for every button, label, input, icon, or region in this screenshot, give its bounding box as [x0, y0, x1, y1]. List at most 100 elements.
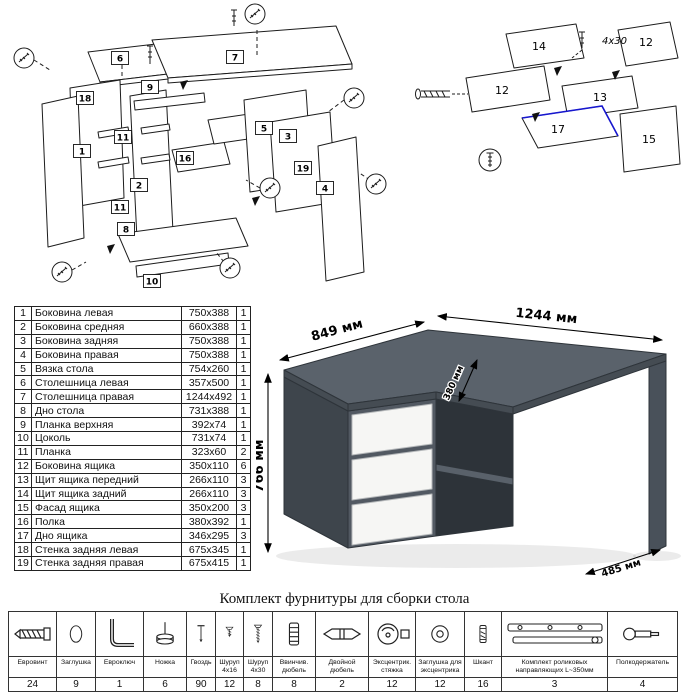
- callout-7: 7: [232, 54, 238, 64]
- part-name: Боковина правая: [31, 347, 182, 363]
- screw-in-dowel-icon: [288, 622, 300, 646]
- hardware-qty: 3: [501, 677, 608, 692]
- hardware-icon-cell: [56, 611, 96, 657]
- part-name: Планка верхняя: [31, 417, 182, 433]
- part-number: 11: [14, 444, 32, 460]
- parts-table-row: 4 Боковина правая 750x388 1: [14, 347, 251, 363]
- hardware-icon-cell: [143, 611, 187, 657]
- part-name: Дно стола: [31, 403, 182, 419]
- parts-table-row: 14 Щит ящика задний 266x110 3: [14, 486, 251, 502]
- parts-table-row: 16 Полка 380x392 1: [14, 514, 251, 530]
- part-qty: 6: [236, 458, 251, 474]
- callout-11a: 11: [117, 134, 130, 144]
- part-name: Столешница правая: [31, 389, 182, 405]
- desk-body: [276, 329, 681, 568]
- hardware-icon-cell: [95, 611, 144, 657]
- hardware-kit-title: Комплект фурнитуры для сборки стола: [219, 591, 470, 607]
- callout-10: 10: [146, 278, 159, 288]
- parts-table-row: 1 Боковина левая 750x388 1: [14, 306, 251, 321]
- hardware-qty: 8: [243, 677, 273, 692]
- hardware-icon-cell: [501, 611, 608, 657]
- part-name: Вязка стола: [31, 361, 182, 377]
- screw-short-icon: [225, 626, 234, 638]
- dimension-lines: [264, 313, 664, 575]
- drawer-exploded-diagram: 14 12 12 13 17 15 4x30: [415, 21, 681, 173]
- part-name: Дно ящика: [31, 528, 182, 544]
- part-number: 14: [14, 486, 32, 502]
- part-qty: 1: [236, 403, 251, 419]
- label-13: 13: [593, 91, 607, 104]
- part-name: Полка: [31, 514, 182, 530]
- callout-5: 5: [261, 125, 267, 135]
- desk-callout-labels: 6 7 18 1 9 11 2 11 8 16 10 5 3 19 4: [73, 50, 334, 288]
- part-number: 3: [14, 333, 32, 349]
- hardware-qty: 2: [315, 677, 369, 692]
- part-qty: 1: [236, 306, 251, 321]
- hardware-name: Комплект роликовых направляющих L~350мм: [501, 656, 608, 678]
- part-number: 16: [14, 514, 32, 530]
- parts-table-row: 18 Стенка задняя левая 675x345 1: [14, 542, 251, 558]
- label-12-left: 12: [495, 84, 509, 97]
- callout-2: 2: [136, 182, 142, 192]
- part-size: 750x388: [181, 306, 237, 321]
- hardware-name: Евровинт: [8, 656, 57, 678]
- label-15: 15: [642, 133, 656, 146]
- desk-exploded-diagram: 6 7 18 1 9 11 2 11 8 16 10 5 3 19 4: [13, 3, 387, 288]
- hardware-name: Ножка: [143, 656, 187, 678]
- part-size: 731x388: [181, 403, 237, 419]
- parts-table: 1 Боковина левая 750x388 1 2 Боковина ср…: [14, 306, 251, 571]
- parts-table-row: 12 Боковина ящика 350x110 6: [14, 458, 251, 474]
- part-number: 17: [14, 528, 32, 544]
- part-number: 10: [14, 431, 32, 446]
- part-qty: 1: [236, 333, 251, 349]
- callout-11b: 11: [114, 204, 127, 214]
- hardware-icon-cell: [272, 611, 316, 657]
- callout-9: 9: [147, 84, 153, 94]
- dim-766: 766 мм: [256, 440, 267, 493]
- part-number: 2: [14, 319, 32, 335]
- part-qty: 1: [236, 375, 251, 391]
- hardware-name: Ввинчив. дюбель: [272, 656, 316, 678]
- part-qty: 1: [236, 417, 251, 433]
- callout-4: 4: [322, 185, 328, 195]
- part-number: 4: [14, 347, 32, 363]
- part-qty: 1: [236, 514, 251, 530]
- part-size: 1244x492: [181, 389, 237, 405]
- hardware-icon-cell: [415, 611, 465, 657]
- parts-table-row: 9 Планка верхняя 392x74 1: [14, 417, 251, 433]
- hardware-name: Заглушка для эксцентрика: [415, 656, 465, 678]
- part-size: 675x415: [181, 556, 237, 571]
- wood-dowel-icon: [479, 625, 487, 643]
- shelf-pin-icon: [622, 627, 659, 641]
- label-17: 17: [551, 123, 565, 136]
- hardware-icon-cell: [186, 611, 216, 657]
- hardware-qty: 4: [607, 677, 678, 692]
- parts-table-row: 13 Щит ящика передний 266x110 3: [14, 472, 251, 488]
- drawer-screws: [415, 31, 585, 172]
- part-size: 266x110: [181, 472, 237, 488]
- parts-table-row: 17 Дно ящика 346x295 3: [14, 528, 251, 544]
- part-qty: 3: [236, 472, 251, 488]
- part-name: Боковина средняя: [31, 319, 182, 335]
- part-size: 357x500: [181, 375, 237, 391]
- part-qty: 3: [236, 486, 251, 502]
- label-14: 14: [532, 40, 546, 53]
- part-size: 350x110: [181, 458, 237, 474]
- label-12-right: 12: [639, 36, 653, 49]
- part-name: Щит ящика задний: [31, 486, 182, 502]
- cam-cap-icon: [431, 625, 449, 643]
- drawer-slides-icon: [506, 623, 603, 644]
- part-number: 13: [14, 472, 32, 488]
- cap-icon: [69, 625, 83, 643]
- hardware-icon-cell: [215, 611, 244, 657]
- hardware-qty: 1: [95, 677, 144, 692]
- hardware-qty: 8: [272, 677, 316, 692]
- hardware-icon-cell: [464, 611, 502, 657]
- part-number: 1: [14, 306, 32, 321]
- hardware-name: Двойной дюбель: [315, 656, 369, 678]
- part-qty: 1: [236, 361, 251, 377]
- part-number: 12: [14, 458, 32, 474]
- foot-icon: [156, 622, 174, 645]
- part-size: 675x345: [181, 542, 237, 558]
